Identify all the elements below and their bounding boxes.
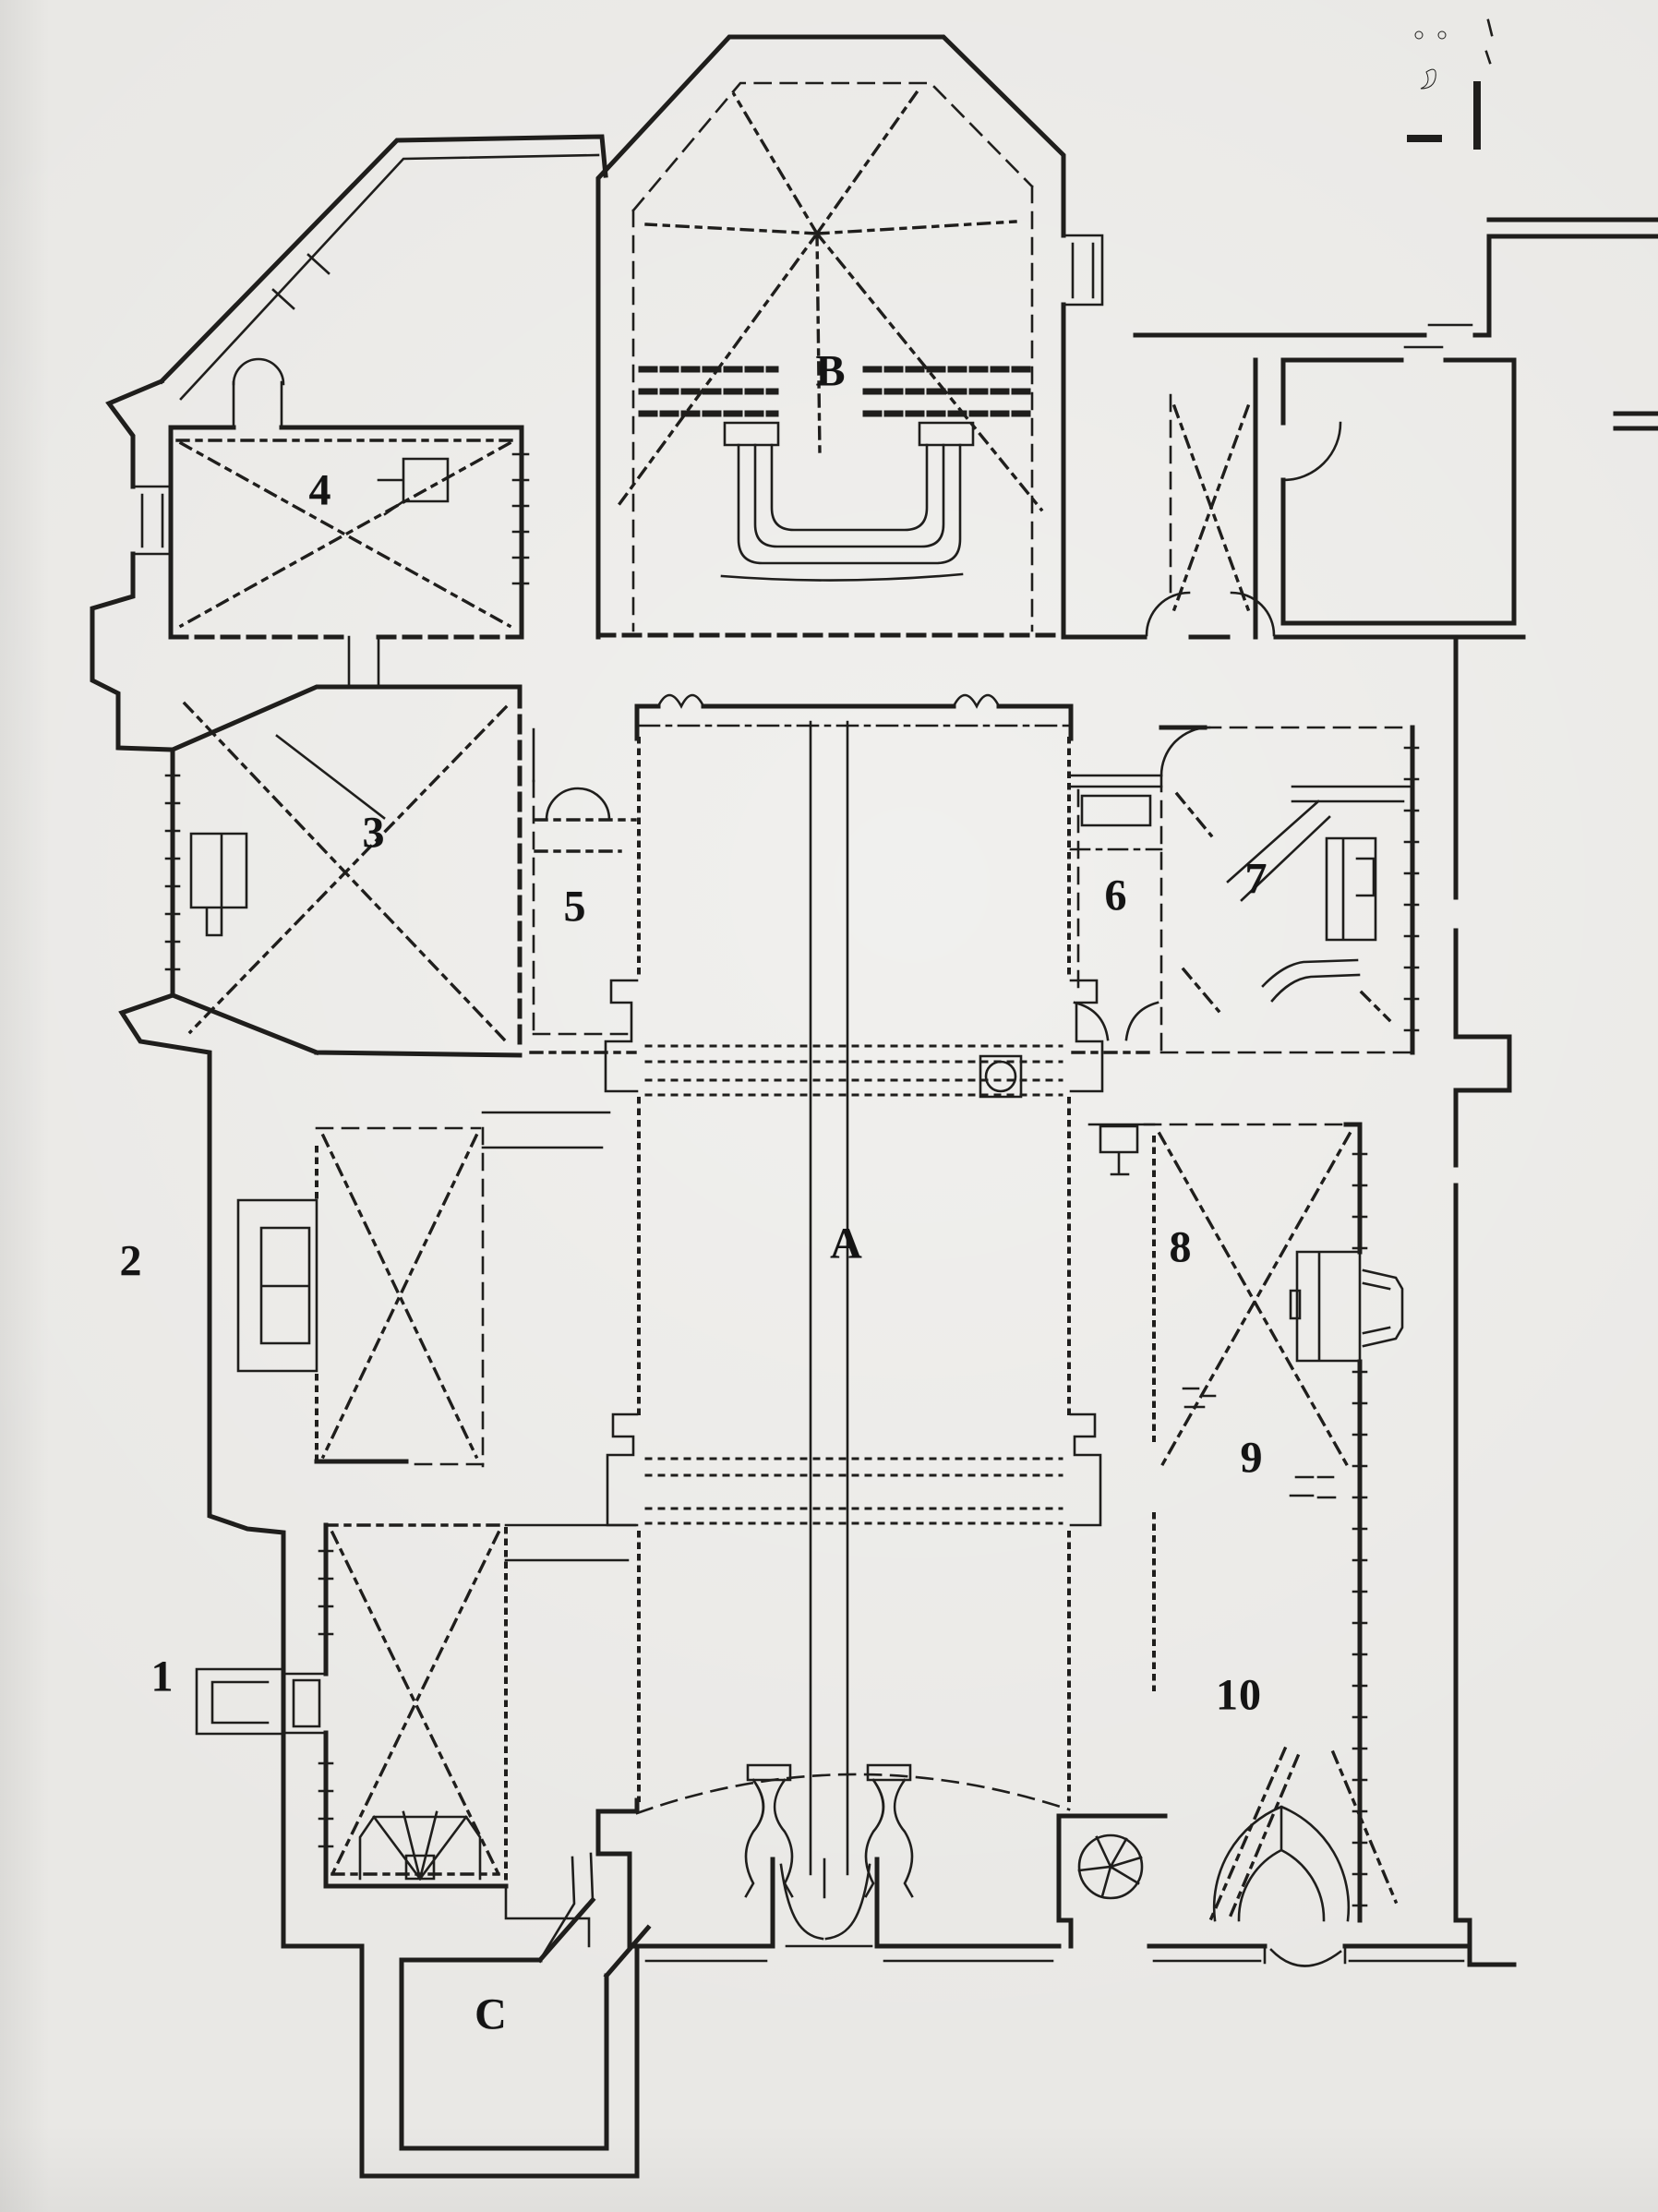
room-3: [164, 684, 523, 1058]
rooms-northeast: [1061, 217, 1658, 640]
room-C: [399, 1852, 652, 2151]
scale-marks: [1407, 18, 1494, 150]
room-6: [1069, 774, 1163, 1041]
chapel-2: [236, 1126, 485, 1468]
room-5: [532, 727, 637, 1036]
chapel-1: [282, 1522, 591, 1948]
room-B-apse: [595, 34, 1104, 640]
nave-A: [481, 693, 1156, 1949]
room-4: [168, 380, 530, 689]
east-outer-wall: [1453, 634, 1512, 1923]
chapel-8-9-10: [1056, 1122, 1404, 1949]
precinct-northwest: [90, 134, 640, 2179]
south-wall: [627, 1917, 1517, 1967]
room-7: [1159, 725, 1420, 1055]
